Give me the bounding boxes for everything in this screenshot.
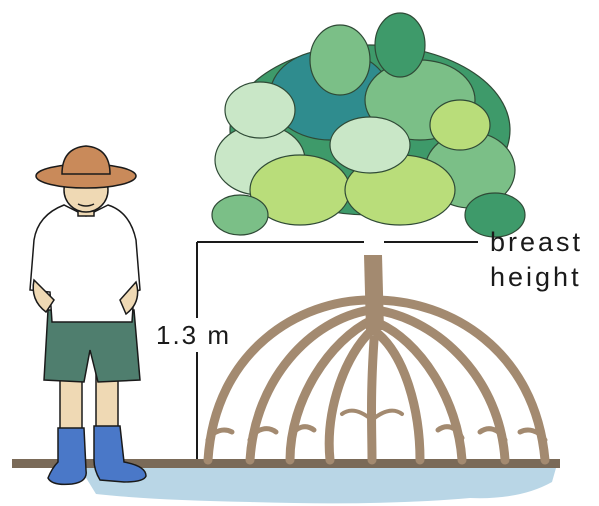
person-hat-crown	[62, 146, 110, 174]
breast-label-line2: height	[490, 262, 582, 292]
person-right-boot	[94, 426, 146, 482]
breast-height-marker	[364, 238, 384, 252]
person-figure	[30, 146, 146, 484]
height-value-label: 1.3 m	[156, 320, 231, 350]
water-surface	[80, 468, 556, 503]
tree-trunk	[364, 255, 384, 330]
person-left-boot	[48, 428, 86, 484]
tree-canopy	[212, 13, 525, 237]
breast-label-line1: breast	[490, 227, 583, 257]
